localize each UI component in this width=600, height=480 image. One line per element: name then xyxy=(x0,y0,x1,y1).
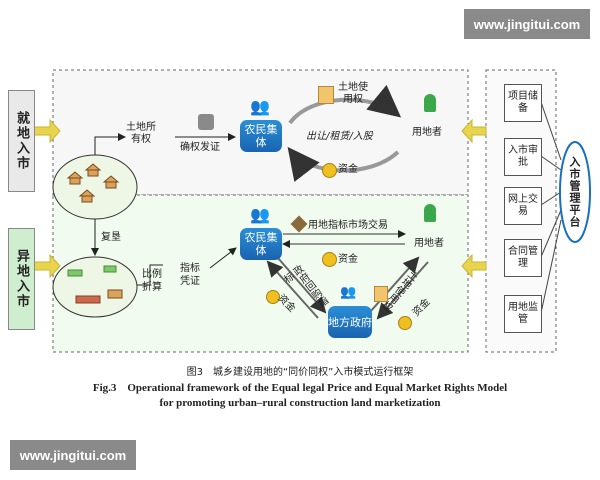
caption-cn: 图3 城乡建设用地的“同价同权”入市模式运行框架 xyxy=(186,367,414,378)
label-reclaim: 复垦 xyxy=(101,232,121,243)
label-funds-a: 资金 xyxy=(338,254,358,265)
label-confirm: 确权发证 xyxy=(180,142,220,153)
fields-bottom xyxy=(67,265,123,304)
node-collective-bottom: 农民集体 xyxy=(240,228,282,260)
line-oval-to-ownership xyxy=(94,133,126,155)
label-funds-top: 资金 xyxy=(338,164,358,175)
exchange-arrow-lower xyxy=(287,146,400,182)
item-project-reserve: 项目储备 xyxy=(504,84,542,122)
gov-arrow-user-back xyxy=(376,261,429,320)
coin-icon-top xyxy=(322,163,337,178)
label-land-use-right-top: 土地使用权 xyxy=(338,82,368,105)
user-icon-bottom xyxy=(424,204,436,222)
village-oval-bottom xyxy=(52,256,138,318)
people-icon-bottom: 👥 xyxy=(250,205,270,224)
node-collective-top: 农民集体 xyxy=(240,120,282,152)
item-online-trade: 网上交易 xyxy=(504,187,542,225)
left-box-local: 就地入市 xyxy=(8,90,35,192)
item-approval: 入市审批 xyxy=(504,138,542,176)
exchange-arrow-upper xyxy=(288,84,402,125)
label-transfer: 出让/租赁/入股 xyxy=(306,131,373,142)
yellow-arrow-right-top xyxy=(461,118,487,144)
coin-icon-bottom-a xyxy=(322,252,337,267)
item-contract: 合同管理 xyxy=(504,239,542,277)
yellow-arrow-bottom xyxy=(32,253,61,279)
yellow-arrow-top xyxy=(32,118,61,144)
doc-icon-top xyxy=(318,86,334,104)
gov-arrow-collective-back xyxy=(266,260,319,319)
stamp-icon xyxy=(198,114,214,130)
left-box-remote: 异地入市 xyxy=(8,228,35,330)
label-ratio: 比例折算 xyxy=(142,269,162,293)
arrow-to-voucher xyxy=(209,247,237,269)
user-icon-top xyxy=(424,94,436,112)
village-oval-top xyxy=(52,154,138,220)
gov-people-icon: 👥 xyxy=(340,285,357,300)
caption-en-line1: Fig.3 Operational framework of the Equal… xyxy=(92,382,508,394)
watermark-top: www.jingitui.com xyxy=(464,9,590,39)
doc-icon-bottom xyxy=(374,286,388,302)
label-platform: 入市管理平台 xyxy=(568,156,581,228)
node-local-gov: 地方政府 xyxy=(328,306,372,338)
coin-icon-bottom-c xyxy=(398,316,412,330)
label-land-ownership: 土地所有权 xyxy=(126,122,156,145)
item-supervision: 用地监管 xyxy=(504,295,542,333)
line-oval-to-ratio xyxy=(137,264,163,286)
caption-en-line2: for promoting urban–rural construction l… xyxy=(159,397,441,409)
right-connectors xyxy=(540,101,562,314)
label-user-bottom: 用地者 xyxy=(414,238,444,249)
label-voucher: 指标凭证 xyxy=(180,263,200,287)
watermark-bottom: www.jingitui.com xyxy=(10,440,136,470)
houses-top xyxy=(66,163,120,203)
coin-icon-bottom-b xyxy=(266,290,280,304)
platform-oval xyxy=(559,141,591,243)
gov-arrow-collective xyxy=(277,257,327,314)
people-icon-top: 👥 xyxy=(250,97,270,116)
yellow-arrow-right-bottom xyxy=(461,253,487,279)
label-market: 用地指标市场交易 xyxy=(308,220,388,231)
label-user-top: 用地者 xyxy=(412,127,442,138)
